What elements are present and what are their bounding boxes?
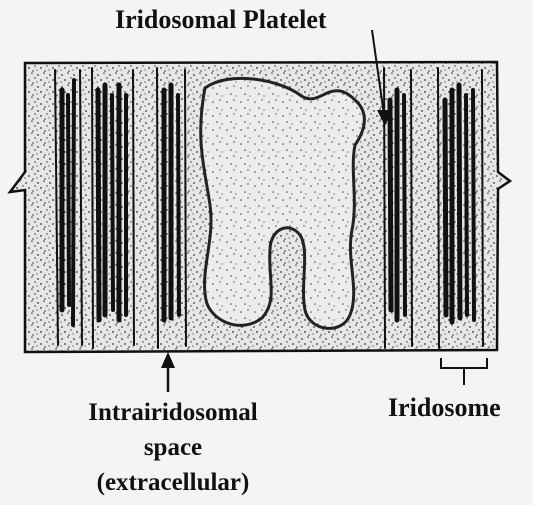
intrairidosomal-label-line1: Intrairidosomal bbox=[58, 395, 288, 430]
space-pointer-arrowhead bbox=[161, 352, 175, 368]
intrairidosomal-label-line2: space bbox=[58, 430, 288, 465]
intrairidosomal-space-label: Intrairidosomal space (extracellular) bbox=[58, 395, 288, 500]
iridosomal-platelet-label: Iridosomal Platelet bbox=[115, 4, 327, 35]
iridosome-stack-left-2 bbox=[92, 68, 134, 348]
intrairidosomal-label-line3: (extracellular) bbox=[58, 465, 288, 500]
iridosome-label: Iridosome bbox=[388, 392, 501, 423]
iridosome-bracket bbox=[441, 358, 487, 385]
